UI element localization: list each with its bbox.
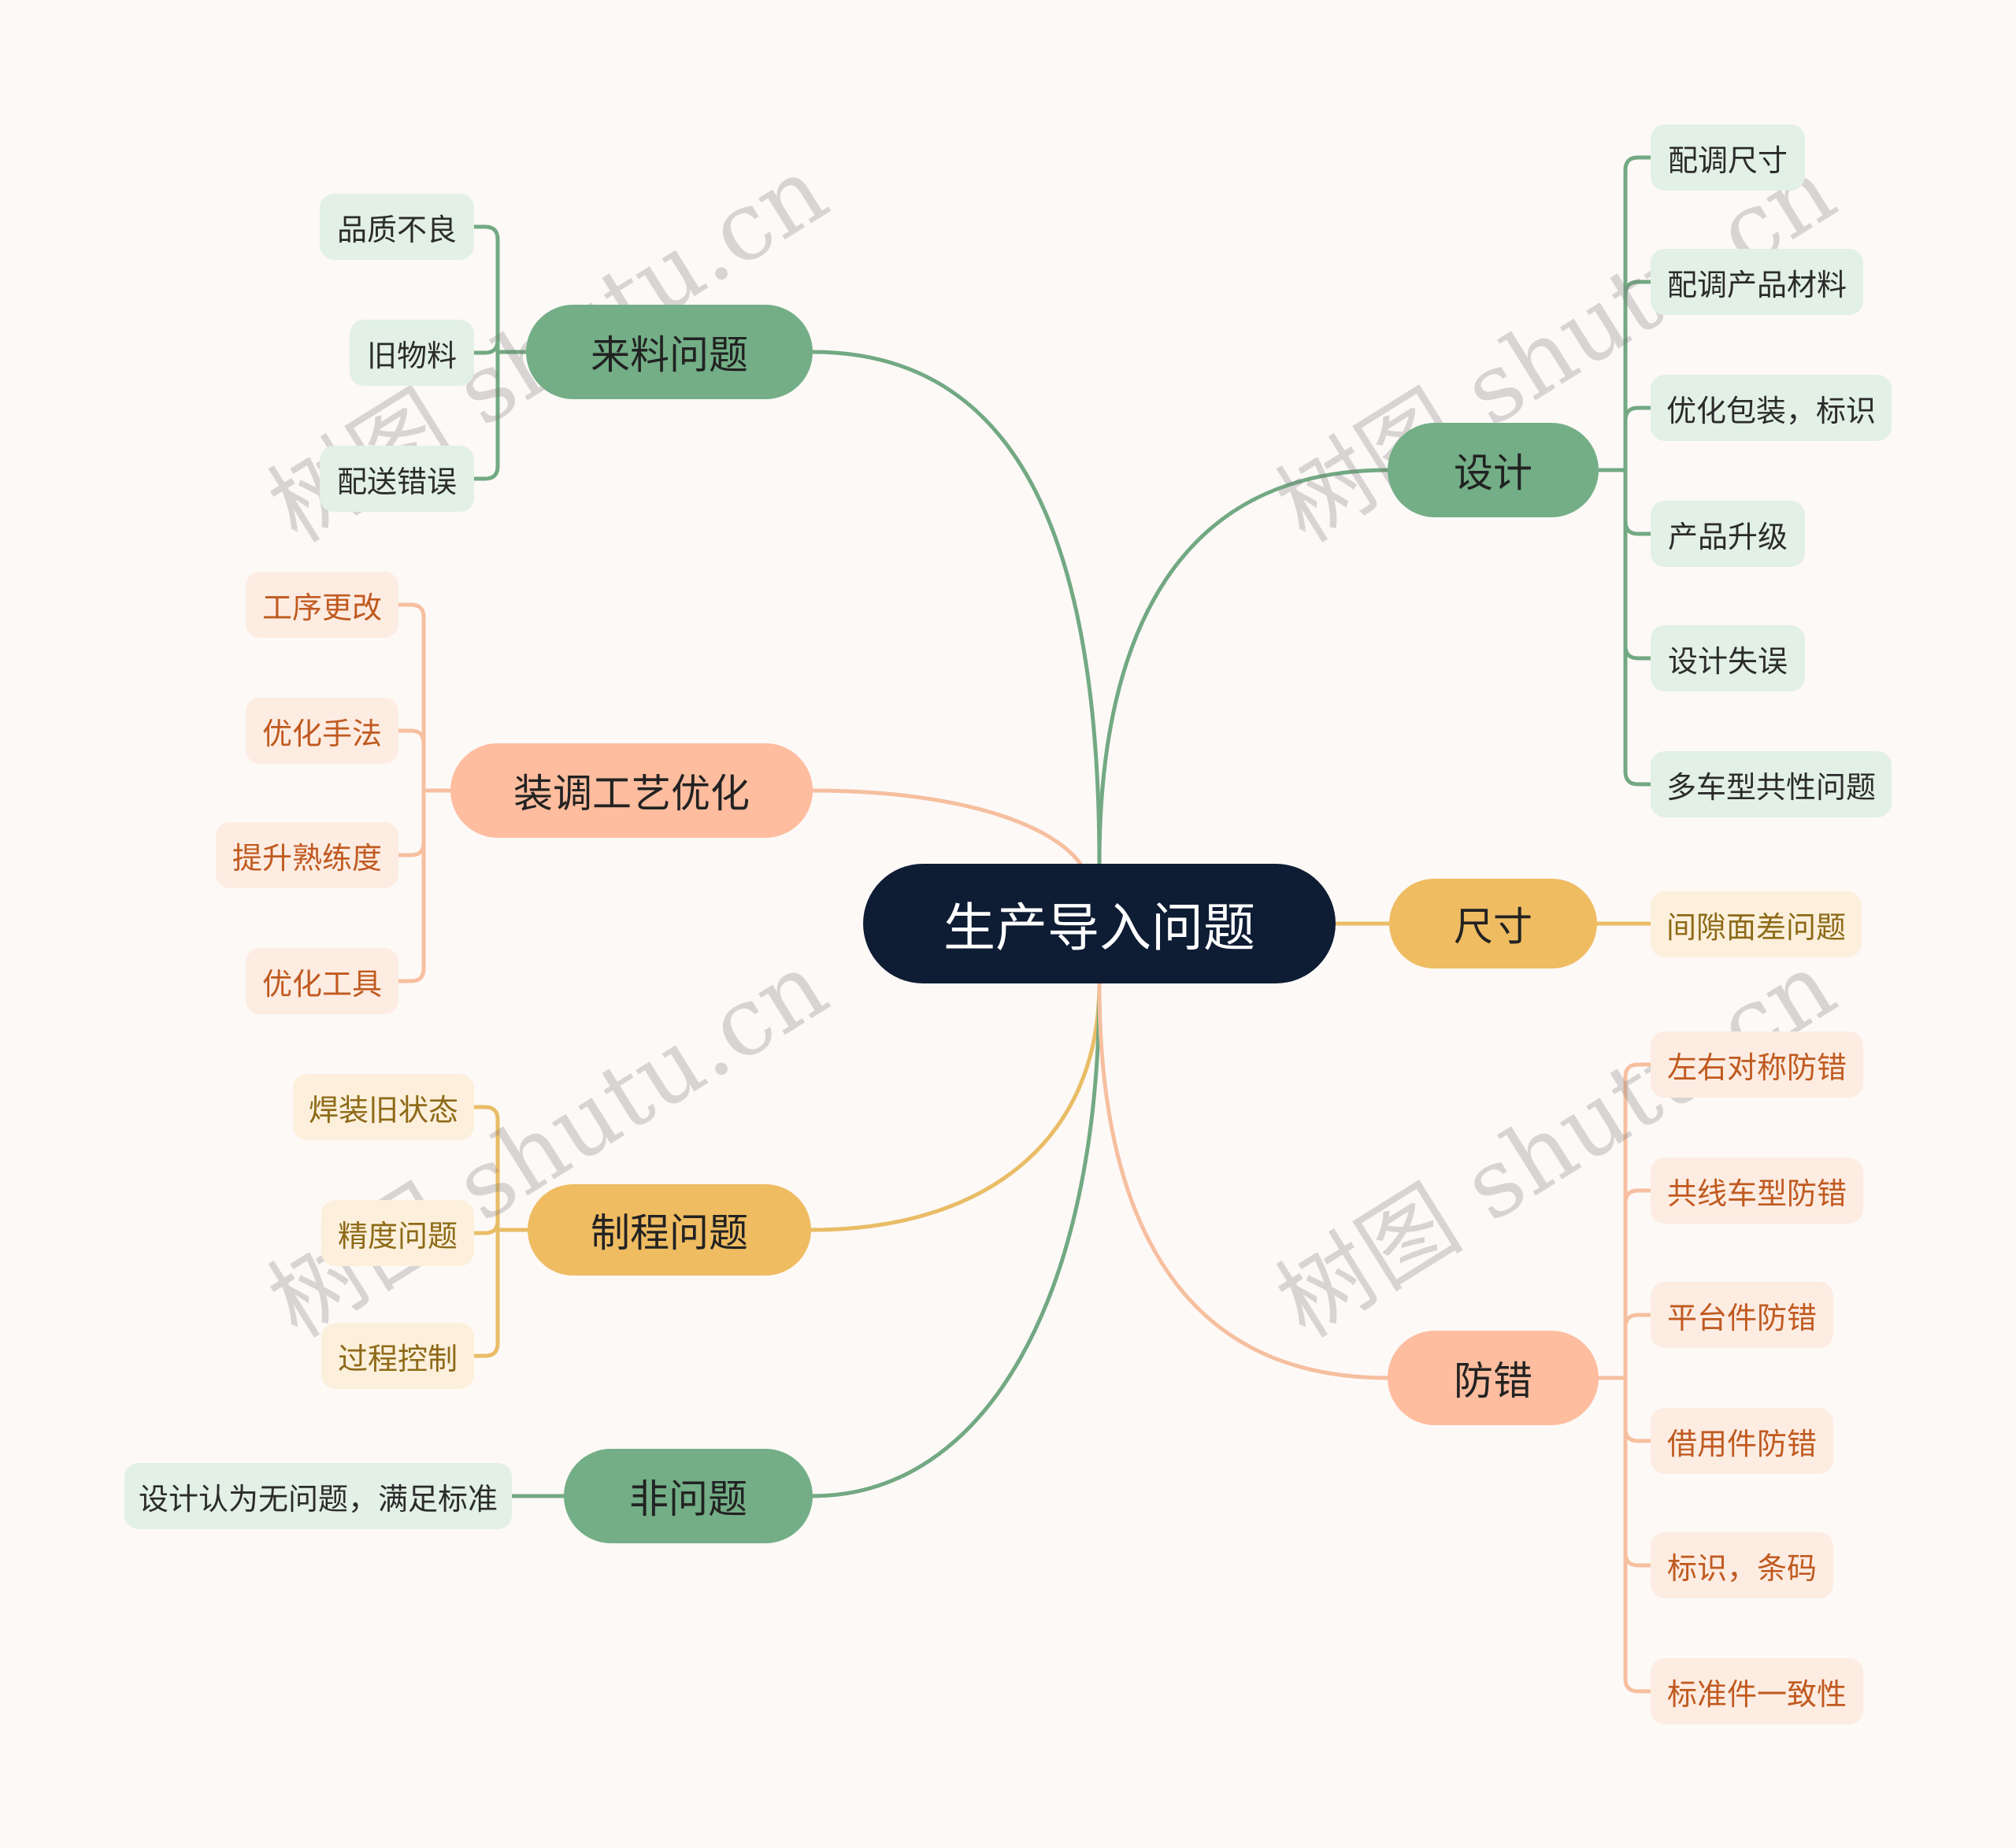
edge-fangcuo-leaf-3	[1623, 1313, 1653, 1380]
edge-sheji-leaf-2	[1623, 280, 1653, 472]
edge-sheji-leaf-3	[1623, 406, 1653, 472]
leaf-zhicheng-1[interactable]: 焊装旧状态	[293, 1074, 474, 1140]
edge-lailiao-leaf-1	[472, 224, 500, 354]
edge-root-feiwenti	[810, 981, 1102, 1498]
edge-fangcuo-leaf-2	[1623, 1188, 1653, 1380]
branch-zhuangtiao[interactable]: 装调工艺优化	[450, 743, 813, 838]
branch-lailiao[interactable]: 来料问题	[526, 305, 813, 399]
leaf-zhicheng-3[interactable]: 过程控制	[321, 1323, 474, 1389]
leaf-zhuangtiao-2[interactable]: 优化手法	[246, 698, 398, 764]
leaf-lailiao-1[interactable]: 品质不良	[320, 194, 474, 260]
edge-sheji-leaf-6	[1623, 468, 1653, 787]
branch-sheji[interactable]: 设计	[1388, 423, 1599, 517]
edge-sheji-leaf-1	[1623, 155, 1653, 472]
branch-zhicheng[interactable]: 制程问题	[528, 1184, 811, 1276]
edge-lailiao-leaf-2	[472, 339, 500, 355]
edge-zhicheng-leaf-1	[472, 1105, 500, 1232]
leaf-fangcuo-5[interactable]: 标识，条码	[1651, 1532, 1833, 1598]
leaf-zhuangtiao-3[interactable]: 提升熟练度	[216, 822, 398, 888]
edge-zhicheng-leaf-3	[472, 1228, 500, 1358]
leaf-zhuangtiao-4[interactable]: 优化工具	[246, 948, 398, 1014]
edge-zhuangtiao-leaf-2	[396, 728, 426, 793]
edge-fangcuo-leaf-1	[1623, 1062, 1653, 1380]
edge-zhuangtiao-leaf-1	[396, 602, 426, 793]
edge-zhicheng-leaf-2	[472, 1220, 500, 1235]
leaf-sheji-1[interactable]: 配调尺寸	[1651, 124, 1805, 191]
edge-lailiao-leaf-3	[472, 350, 500, 481]
edge-fangcuo-leaf-5	[1623, 1376, 1653, 1568]
edge-root-fangcuo	[1097, 981, 1390, 1380]
branch-chicun[interactable]: 尺寸	[1389, 879, 1597, 968]
leaf-chicun-1[interactable]: 间隙面差问题	[1651, 891, 1862, 957]
edge-zhuangtiao-leaf-4	[396, 788, 426, 983]
root-topic[interactable]: 生产导入问题	[863, 864, 1336, 983]
edge-root-zhicheng	[809, 981, 1102, 1232]
edge-fangcuo-leaf-4	[1623, 1376, 1653, 1443]
branch-feiwenti[interactable]: 非问题	[564, 1449, 813, 1543]
edge-sheji-leaf-5	[1623, 468, 1653, 661]
leaf-sheji-3[interactable]: 优化包装，标识	[1651, 375, 1892, 441]
leaf-zhuangtiao-1[interactable]: 工序更改	[246, 572, 398, 638]
leaf-sheji-5[interactable]: 设计失误	[1651, 625, 1805, 691]
edge-root-lailiao	[810, 350, 1102, 866]
leaf-lailiao-3[interactable]: 配送错误	[320, 446, 474, 512]
leaf-fangcuo-6[interactable]: 标准件一致性	[1651, 1658, 1863, 1724]
edge-sheji-leaf-4	[1623, 468, 1653, 536]
leaf-sheji-2[interactable]: 配调产品材料	[1651, 249, 1863, 315]
leaf-fangcuo-3[interactable]: 平台件防错	[1651, 1282, 1833, 1348]
leaf-zhicheng-2[interactable]: 精度问题	[321, 1200, 474, 1266]
leaf-fangcuo-1[interactable]: 左右对称防错	[1651, 1031, 1863, 1098]
leaf-fangcuo-2[interactable]: 共线车型防错	[1651, 1157, 1863, 1224]
branch-fangcuo[interactable]: 防错	[1388, 1331, 1599, 1425]
leaf-feiwenti-1[interactable]: 设计认为无问题，满足标准	[124, 1463, 512, 1529]
edge-root-zhuangtiao	[810, 788, 1083, 866]
leaf-lailiao-2[interactable]: 旧物料	[350, 320, 474, 386]
leaf-sheji-6[interactable]: 多车型共性问题	[1651, 751, 1892, 817]
leaf-sheji-4[interactable]: 产品升级	[1651, 501, 1805, 567]
edge-fangcuo-leaf-6	[1623, 1376, 1653, 1694]
leaf-fangcuo-4[interactable]: 借用件防错	[1651, 1408, 1833, 1474]
edge-root-sheji	[1097, 468, 1390, 866]
edge-zhuangtiao-leaf-3	[396, 788, 426, 857]
